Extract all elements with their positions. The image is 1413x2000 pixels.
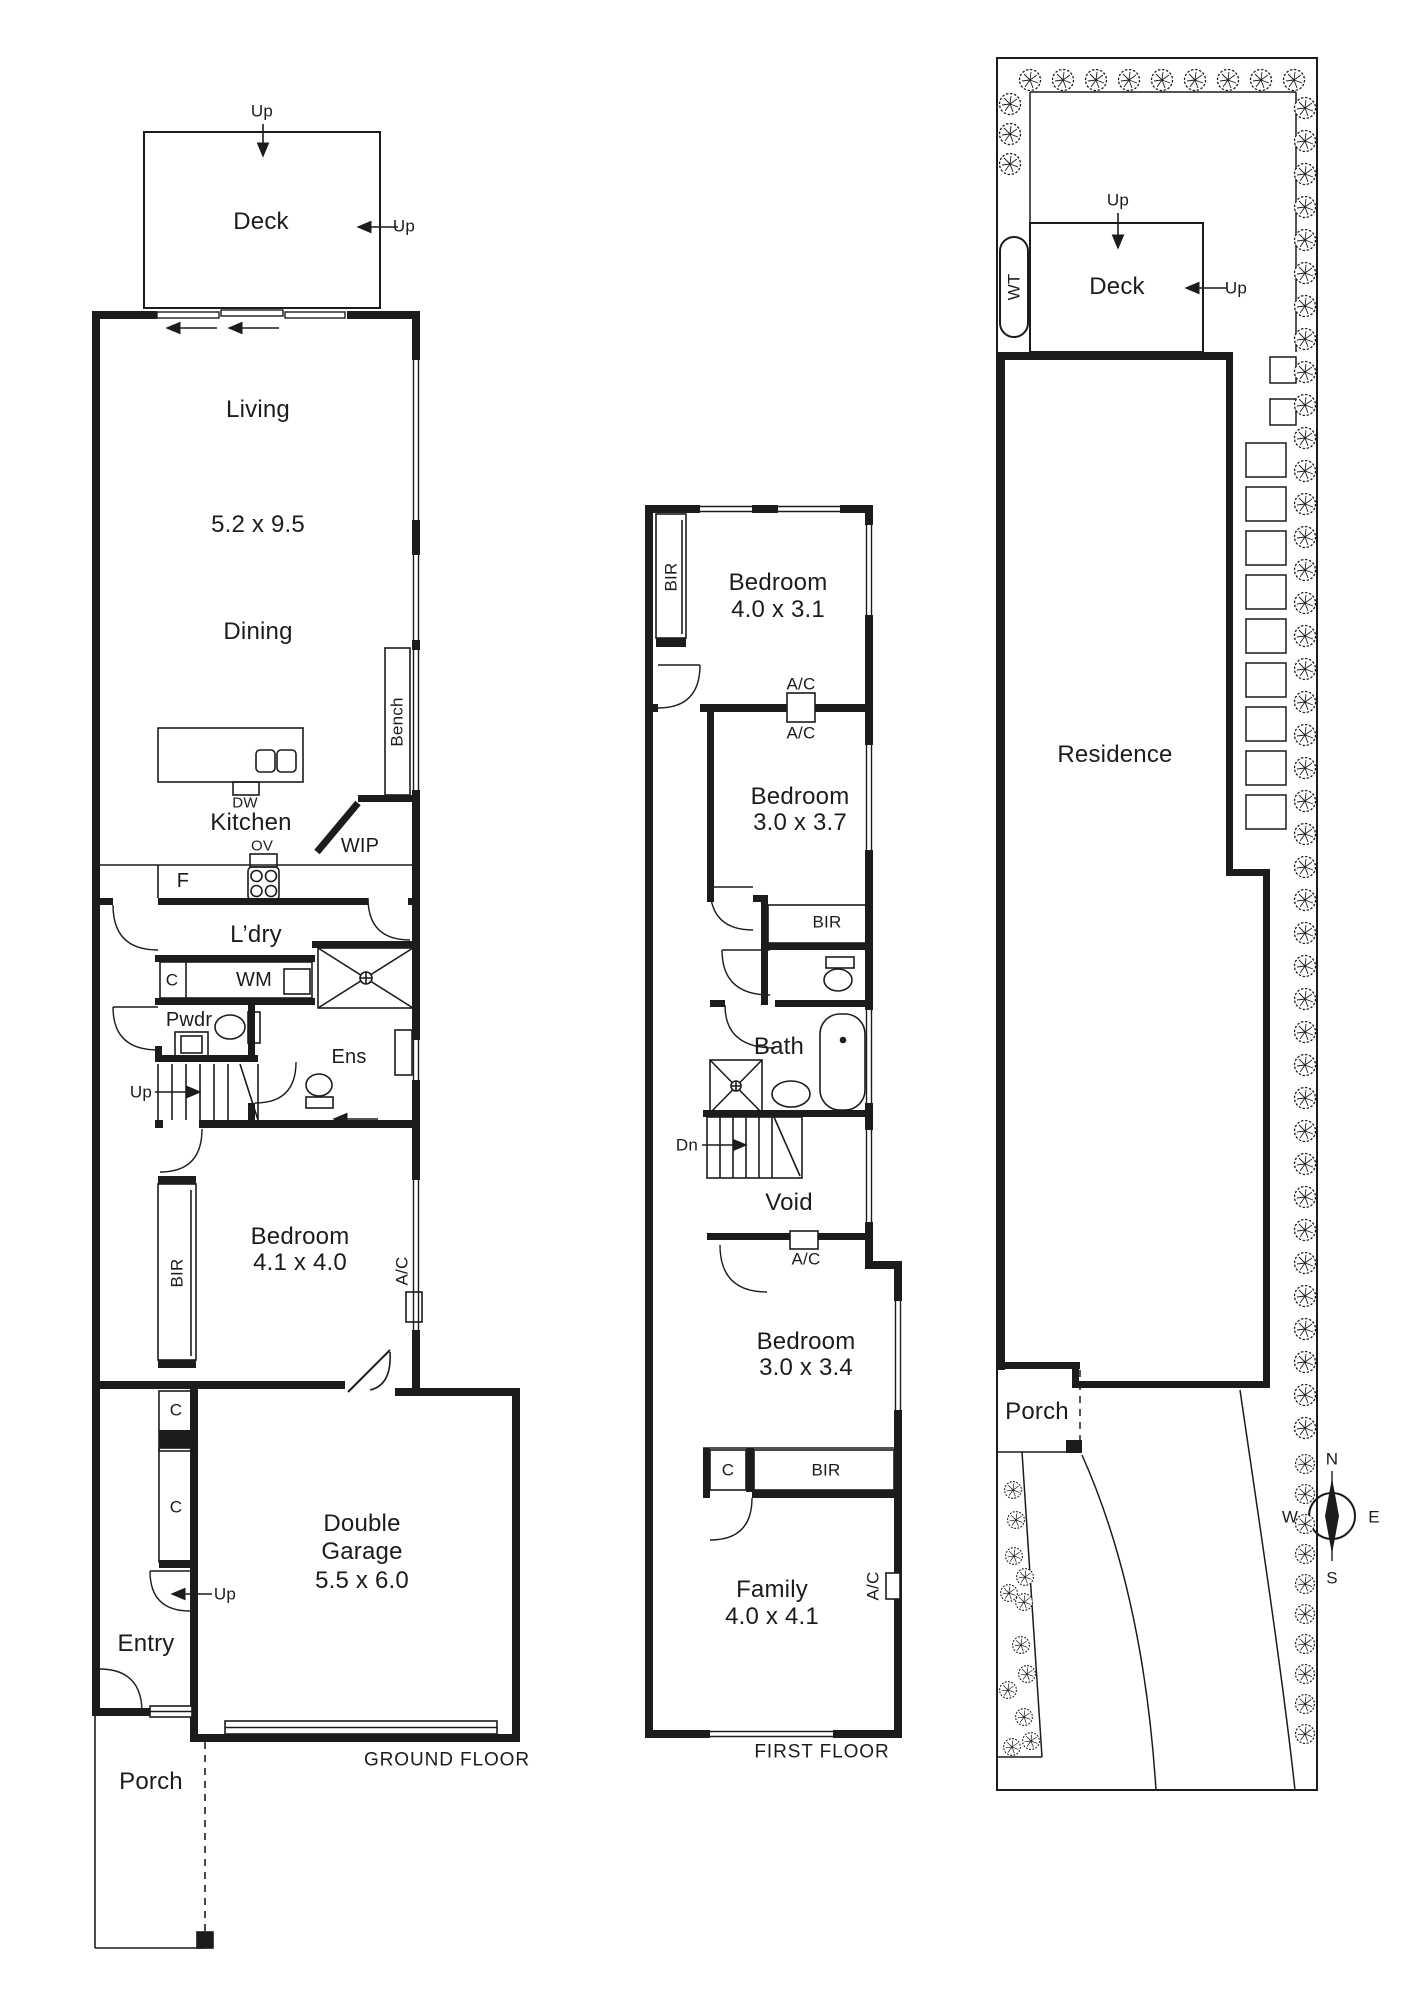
sp-residence-label: Residence — [1057, 741, 1173, 768]
ff-bed2-label: Bedroom — [750, 783, 850, 810]
ff-void-label: Void — [765, 1189, 813, 1216]
gf-entry-label: Entry — [117, 1630, 175, 1657]
sp-deck-label: Deck — [1089, 273, 1145, 300]
ff-stairs-dn-label: Dn — [675, 1135, 699, 1155]
gf-deck-up-side: Up — [392, 216, 416, 236]
gf-linen-label: C — [165, 970, 179, 990]
ff-bed1-label: Bedroom — [728, 569, 828, 596]
ff-title: FIRST FLOOR — [754, 1741, 890, 1763]
gf-garage-line2: Garage — [321, 1538, 403, 1565]
gf-washer-label: WM — [236, 969, 272, 991]
ground-floor-walls — [92, 311, 520, 1742]
gf-oven-label: OV — [250, 837, 274, 855]
ground-floor-fixtures — [94, 131, 498, 1949]
gf-garage-line1: Double — [323, 1510, 401, 1537]
gf-bedroom-dims: 4.1 x 4.0 — [253, 1249, 347, 1276]
sp-up-top-label: Up — [1106, 190, 1130, 210]
gf-closet-b-label: C — [169, 1497, 183, 1517]
gf-dishwasher-label: DW — [232, 794, 258, 812]
gf-ac-label: A/C — [392, 1256, 412, 1286]
gf-pantry-label: WIP — [340, 835, 380, 857]
gf-bench-label: Bench — [387, 697, 407, 747]
ff-family-label: Family — [736, 1576, 808, 1603]
ff-bed1-dims: 4.0 x 3.1 — [731, 596, 825, 623]
ff-bath-label: Bath — [753, 1033, 805, 1060]
first-floor-doors — [657, 664, 776, 1541]
gf-porch-label: Porch — [119, 1768, 183, 1795]
gf-bedroom-label: Bedroom — [250, 1223, 350, 1250]
gf-powder-label: Pwdr — [165, 1009, 213, 1031]
gf-stairs-up-label: Up — [129, 1082, 153, 1102]
compass-e: E — [1368, 1507, 1380, 1527]
gf-kitchen-label: Kitchen — [210, 809, 292, 836]
ff-bed3-dims: 3.0 x 3.4 — [759, 1354, 853, 1381]
ff-ac1-bottom-label: A/C — [786, 723, 816, 743]
sp-porch-label: Porch — [1005, 1398, 1069, 1425]
ff-bed3-label: Bedroom — [756, 1328, 856, 1355]
gf-garage-dims: 5.5 x 6.0 — [315, 1567, 409, 1594]
ff-ac1-top-label: A/C — [786, 674, 816, 694]
gf-entry-up-label: Up — [213, 1584, 237, 1604]
gf-ensuite-label: Ens — [331, 1046, 367, 1068]
ground-floor-doors — [98, 897, 411, 1713]
site-plan-arrows — [1111, 213, 1227, 295]
gf-dining-label: Dining — [223, 618, 293, 645]
ff-bed2-dims: 3.0 x 3.7 — [753, 809, 847, 836]
sp-water-tank-label: WT — [1004, 273, 1024, 301]
compass-n: N — [1325, 1449, 1339, 1469]
first-floor-fixtures — [655, 505, 902, 1738]
site-plan-pavers — [1245, 356, 1297, 830]
compass-s: S — [1326, 1568, 1338, 1588]
gf-title: GROUND FLOOR — [364, 1749, 530, 1771]
ff-closet-label: C — [721, 1460, 735, 1480]
gf-deck-up-top: Up — [250, 101, 274, 121]
ff-ac2-label: A/C — [791, 1249, 821, 1269]
gf-laundry-label: L’dry — [230, 921, 282, 948]
ff-bir1-label: BIR — [661, 562, 681, 592]
ff-ac3-label: A/C — [863, 1571, 883, 1601]
compass-w: W — [1281, 1507, 1299, 1527]
ff-bir3-label: BIR — [811, 1460, 841, 1480]
gf-deck-label: Deck — [233, 208, 289, 235]
gf-closet-a-label: C — [169, 1400, 183, 1420]
sp-up-side-label: Up — [1224, 278, 1248, 298]
ff-family-dims: 4.0 x 4.1 — [725, 1603, 819, 1630]
first-floor-walls — [645, 505, 902, 1738]
site-plan-residence — [997, 352, 1270, 1388]
ground-floor-arrows — [155, 124, 398, 1601]
ff-bir2-label: BIR — [812, 912, 842, 932]
gf-living-dims: 5.2 x 9.5 — [211, 511, 305, 538]
gf-bir-label: BIR — [167, 1258, 187, 1288]
gf-fridge-label: F — [176, 870, 190, 892]
gf-living-label: Living — [226, 396, 290, 423]
compass — [1308, 1471, 1356, 1561]
